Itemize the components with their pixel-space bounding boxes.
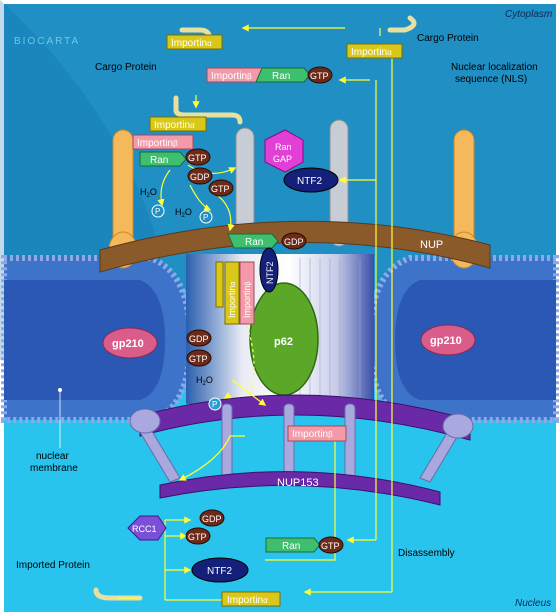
svg-text:Importinα: Importinα bbox=[227, 281, 237, 318]
biocarta-logo: BIOCARTA bbox=[14, 36, 80, 47]
svg-text:GTP: GTP bbox=[321, 541, 340, 551]
svg-text:P: P bbox=[203, 213, 208, 222]
svg-text:Importinα: Importinα bbox=[227, 595, 268, 606]
importin-beta-cargo: Importinβ bbox=[132, 134, 194, 150]
svg-text:Ran: Ran bbox=[150, 155, 168, 166]
phosphate-3: P bbox=[208, 397, 222, 411]
gp210-left: gp210 bbox=[102, 327, 158, 359]
p62-label: p62 bbox=[274, 336, 293, 348]
nucleus-label: Nucleus bbox=[515, 598, 551, 609]
svg-text:H2O: H2O bbox=[175, 207, 192, 219]
svg-text:P: P bbox=[155, 207, 160, 216]
importin-beta-ran-top: Importinβ bbox=[206, 67, 263, 83]
nuclear-basket-struts bbox=[129, 403, 474, 485]
nup153-label: NUP153 bbox=[277, 477, 319, 489]
gtp-ball-hydrolysis: GTP bbox=[208, 179, 234, 197]
gtp-ball-cargo: GTP bbox=[185, 148, 211, 166]
ntf2-cytoplasm: NTF2 bbox=[283, 167, 339, 193]
ran-gtp-nucleus: Ran bbox=[265, 537, 321, 553]
svg-text:Ran: Ran bbox=[275, 142, 292, 152]
svg-text:GDP: GDP bbox=[190, 172, 210, 182]
ran-gtp-cargo: Ran bbox=[139, 151, 187, 167]
svg-text:RCC1: RCC1 bbox=[132, 524, 157, 534]
gdp-ball-rcc1: GDP bbox=[199, 509, 225, 527]
svg-text:Importinα: Importinα bbox=[171, 38, 212, 49]
cytoplasm-label: Cytoplasm bbox=[505, 9, 552, 20]
svg-text:NTF2: NTF2 bbox=[207, 566, 232, 577]
svg-text:Ran: Ran bbox=[272, 71, 290, 82]
svg-text:NTF2: NTF2 bbox=[297, 176, 322, 187]
cargo-chain-top-right bbox=[387, 15, 417, 33]
svg-text:Ran: Ran bbox=[245, 237, 263, 248]
svg-text:Importinβ: Importinβ bbox=[137, 138, 178, 149]
svg-text:gp210: gp210 bbox=[112, 338, 144, 350]
svg-text:Importinβ: Importinβ bbox=[211, 71, 252, 82]
phosphate-2: P bbox=[199, 210, 213, 224]
nuclear-membrane-label-line1: nuclear bbox=[36, 451, 69, 462]
svg-text:NTF2: NTF2 bbox=[265, 262, 275, 285]
svg-text:GDP: GDP bbox=[202, 514, 222, 524]
svg-text:Importinα: Importinα bbox=[351, 47, 392, 58]
gtp-ball-rcc1: GTP bbox=[185, 527, 211, 545]
rcc1-protein: RCC1 bbox=[127, 515, 167, 541]
svg-text:GTP: GTP bbox=[310, 71, 329, 81]
imported-protein-label: Imported Protein bbox=[16, 560, 90, 571]
ntf2-pore: NTF2 bbox=[259, 247, 279, 293]
cargo-chain-vertical bbox=[215, 261, 224, 308]
nup-label: NUP bbox=[420, 239, 443, 251]
importin-alpha-cargo: Importinα bbox=[149, 116, 207, 132]
svg-text:gp210: gp210 bbox=[430, 335, 462, 347]
svg-text:Importinβ: Importinβ bbox=[292, 429, 333, 440]
ran-gap: Ran GAP bbox=[264, 129, 304, 173]
svg-text:GTP: GTP bbox=[188, 532, 207, 542]
h2o-label-top: H2O bbox=[140, 187, 157, 199]
importin-beta-vertical: Importinβ bbox=[239, 261, 255, 325]
importin-alpha-top-left: Importinα bbox=[166, 34, 223, 50]
ntf2-nucleus: NTF2 bbox=[191, 557, 249, 583]
cargo-chain-mid bbox=[173, 95, 243, 125]
gdp-ball-hydrolysis: GDP bbox=[187, 167, 213, 185]
gdp-ball-pore-lower: GDP bbox=[186, 329, 212, 347]
nuclear-membrane-left-inner bbox=[4, 280, 165, 400]
cargo-protein-top-label: Cargo Protein bbox=[417, 33, 479, 44]
gtp-ball-nucleus-ran: GTP bbox=[318, 536, 344, 554]
svg-text:H2O: H2O bbox=[140, 187, 157, 199]
svg-text:P: P bbox=[212, 400, 217, 409]
nuclear-membrane-label-line2: membrane bbox=[30, 463, 78, 474]
svg-text:GTP: GTP bbox=[211, 184, 230, 194]
gtp-ball-pore-lower: GTP bbox=[186, 349, 212, 367]
svg-text:GTP: GTP bbox=[188, 153, 207, 163]
nls-label-line2: sequence (NLS) bbox=[455, 74, 527, 85]
svg-text:GTP: GTP bbox=[189, 354, 208, 364]
svg-text:GDP: GDP bbox=[284, 237, 304, 247]
nup153-basket-ring bbox=[159, 471, 441, 506]
ran-gdp-pore: Ran bbox=[227, 233, 279, 249]
imported-protein-chain bbox=[93, 587, 143, 601]
importin-alpha-top-right: Importinα bbox=[346, 43, 403, 59]
gtp-ball-top: GTP bbox=[307, 66, 333, 84]
svg-text:Importinβ: Importinβ bbox=[242, 281, 252, 318]
importin-alpha-vertical: Importinα bbox=[224, 261, 240, 325]
h2o-label-pore: H2O bbox=[196, 375, 213, 387]
svg-text:Ran: Ran bbox=[282, 541, 300, 552]
gp210-right: gp210 bbox=[420, 324, 476, 356]
svg-text:GDP: GDP bbox=[189, 334, 209, 344]
svg-text:Importinα: Importinα bbox=[154, 120, 195, 131]
svg-text:H2O: H2O bbox=[196, 375, 213, 387]
importin-alpha-nucleus: Importinα bbox=[221, 591, 281, 607]
disassembly-label: Disassembly bbox=[398, 548, 455, 559]
cargo-protein-left-label: Cargo Protein bbox=[95, 62, 157, 73]
importin-beta-nucleus: Importinβ bbox=[287, 425, 347, 442]
nuclear-membrane-pointer-dot bbox=[58, 388, 62, 392]
svg-text:GAP: GAP bbox=[273, 154, 292, 164]
nls-label-line1: Nuclear localization bbox=[451, 62, 538, 73]
ran-gtp-top: Ran bbox=[255, 67, 311, 83]
phosphate-1: P bbox=[151, 204, 165, 218]
gdp-ball-pore: GDP bbox=[281, 232, 307, 250]
h2o-label-mid: H2O bbox=[175, 207, 192, 219]
